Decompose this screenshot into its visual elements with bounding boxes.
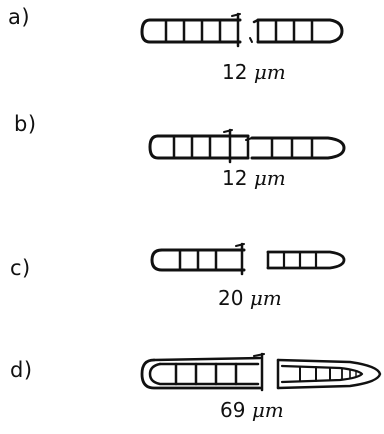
- panel-c: c) 20 μm: [0, 232, 384, 332]
- measurement-unit-b: μm: [253, 166, 286, 190]
- panel-label-d: d): [10, 358, 33, 382]
- measurement-value-d: 69: [220, 398, 246, 422]
- panel-d: d) 69 μm: [0, 334, 384, 434]
- filament-drawing-c: [150, 242, 346, 276]
- measurement-unit-a: μm: [253, 60, 286, 84]
- measurement-b: 12 μm: [222, 166, 286, 190]
- measurement-d: 69 μm: [220, 398, 284, 422]
- filament-drawing-a: [140, 12, 344, 48]
- filament-drawing-d: [140, 352, 382, 392]
- measurement-unit-d: μm: [251, 398, 284, 422]
- panel-label-a: a): [8, 5, 31, 29]
- measurement-unit-c: μm: [249, 286, 282, 310]
- measurement-value-c: 20: [218, 286, 244, 310]
- measurement-c: 20 μm: [218, 286, 282, 310]
- panel-label-b: b): [14, 112, 37, 136]
- measurement-value-a: 12: [222, 60, 248, 84]
- panel-a: a) 12 μm: [0, 0, 384, 100]
- panel-label-c: c): [10, 256, 31, 280]
- measurement-value-b: 12: [222, 166, 248, 190]
- filament-drawing-b: [148, 128, 346, 164]
- panel-b: b) 12 μm: [0, 110, 384, 210]
- measurement-a: 12 μm: [222, 60, 286, 84]
